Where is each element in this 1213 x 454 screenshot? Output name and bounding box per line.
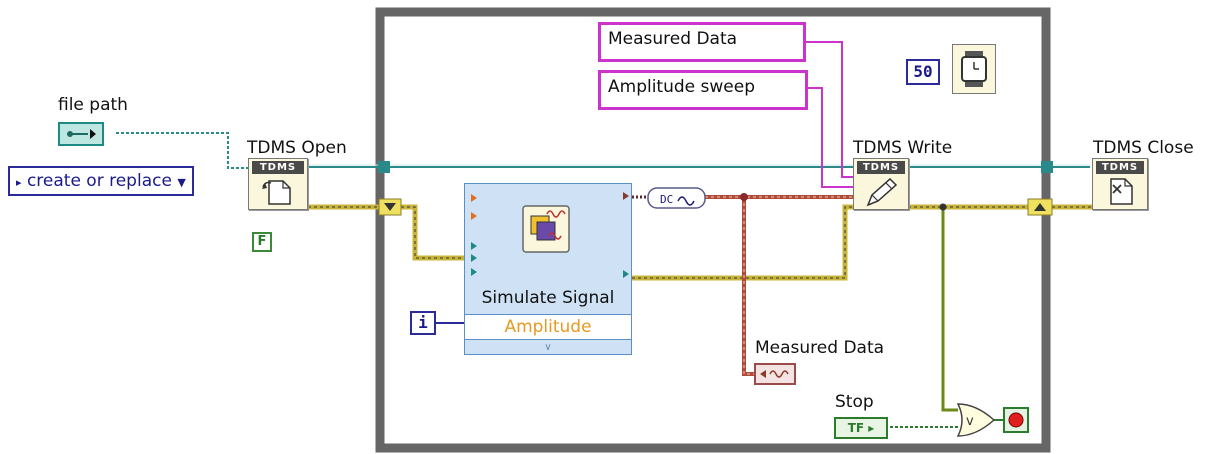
path-icon	[67, 129, 96, 139]
error-wire	[308, 203, 1092, 412]
tdms-open-label: TDMS Open	[247, 138, 347, 158]
file-path-control[interactable]	[58, 122, 104, 146]
shift-register-left	[378, 198, 402, 216]
amplitude-sweep-string-constant[interactable]: Amplitude sweep	[598, 70, 808, 110]
tdms-close-node[interactable]: TDMS	[1092, 158, 1148, 210]
measured-data-indicator[interactable]	[754, 363, 796, 385]
measured-data-string-constant[interactable]: Measured Data	[598, 22, 806, 62]
file-close-icon	[1110, 178, 1133, 205]
convert-dynamic-data-node: DC	[647, 187, 706, 209]
operation-value: create or replace	[26, 171, 172, 191]
operation-enum-constant[interactable]: ▸ create or replace ▼	[8, 166, 194, 196]
stop-label: Stop	[835, 392, 874, 412]
string-wire	[805, 41, 858, 188]
file-open-icon	[262, 180, 291, 205]
stop-terminal	[1003, 407, 1029, 433]
measured-data-indicator-label: Measured Data	[755, 338, 885, 358]
shift-register-right	[1027, 198, 1053, 216]
waveform-icon	[760, 370, 789, 378]
simulate-signal-title: Simulate Signal	[481, 288, 615, 308]
stop-control-value: TF	[847, 421, 865, 435]
while-loop-frame	[375, 7, 1051, 453]
file-path-label: file path	[58, 95, 128, 115]
tdms-header: TDMS	[252, 161, 304, 174]
tdms-open-node[interactable]: TDMS	[248, 158, 308, 210]
iteration-terminal: i	[410, 311, 436, 335]
tdms-close-label: TDMS Close	[1093, 138, 1194, 158]
simulate-signal-express-vi[interactable]: Simulate Signal Amplitude ∨	[464, 183, 632, 355]
watch-icon	[961, 51, 987, 87]
simulate-signal-icon	[471, 192, 629, 278]
tdms-header: TDMS	[857, 161, 905, 174]
wait-ms-constant[interactable]: 50	[906, 59, 940, 85]
tdms-write-label: TDMS Write	[853, 138, 953, 158]
false-constant[interactable]: F	[252, 232, 272, 252]
or-function: v	[956, 403, 996, 437]
wait-function[interactable]	[952, 44, 996, 94]
pencil-icon	[866, 177, 898, 207]
expand-arrow-icon[interactable]: ∨	[544, 342, 552, 353]
svg-text:DC: DC	[660, 193, 673, 206]
output-arrow-icon: ▸	[868, 421, 875, 435]
stop-button-control[interactable]: TF ▸	[834, 417, 888, 439]
refnum-wire	[116, 132, 1090, 173]
dropdown-icon: ▼	[177, 176, 186, 189]
tdms-write-node[interactable]: TDMS	[853, 158, 909, 210]
enum-arrows-icon: ▸	[16, 176, 22, 189]
svg-text:v: v	[966, 414, 974, 429]
dynamic-wire	[632, 193, 858, 376]
amplitude-property[interactable]: Amplitude	[465, 314, 631, 340]
tdms-header: TDMS	[1096, 161, 1144, 174]
